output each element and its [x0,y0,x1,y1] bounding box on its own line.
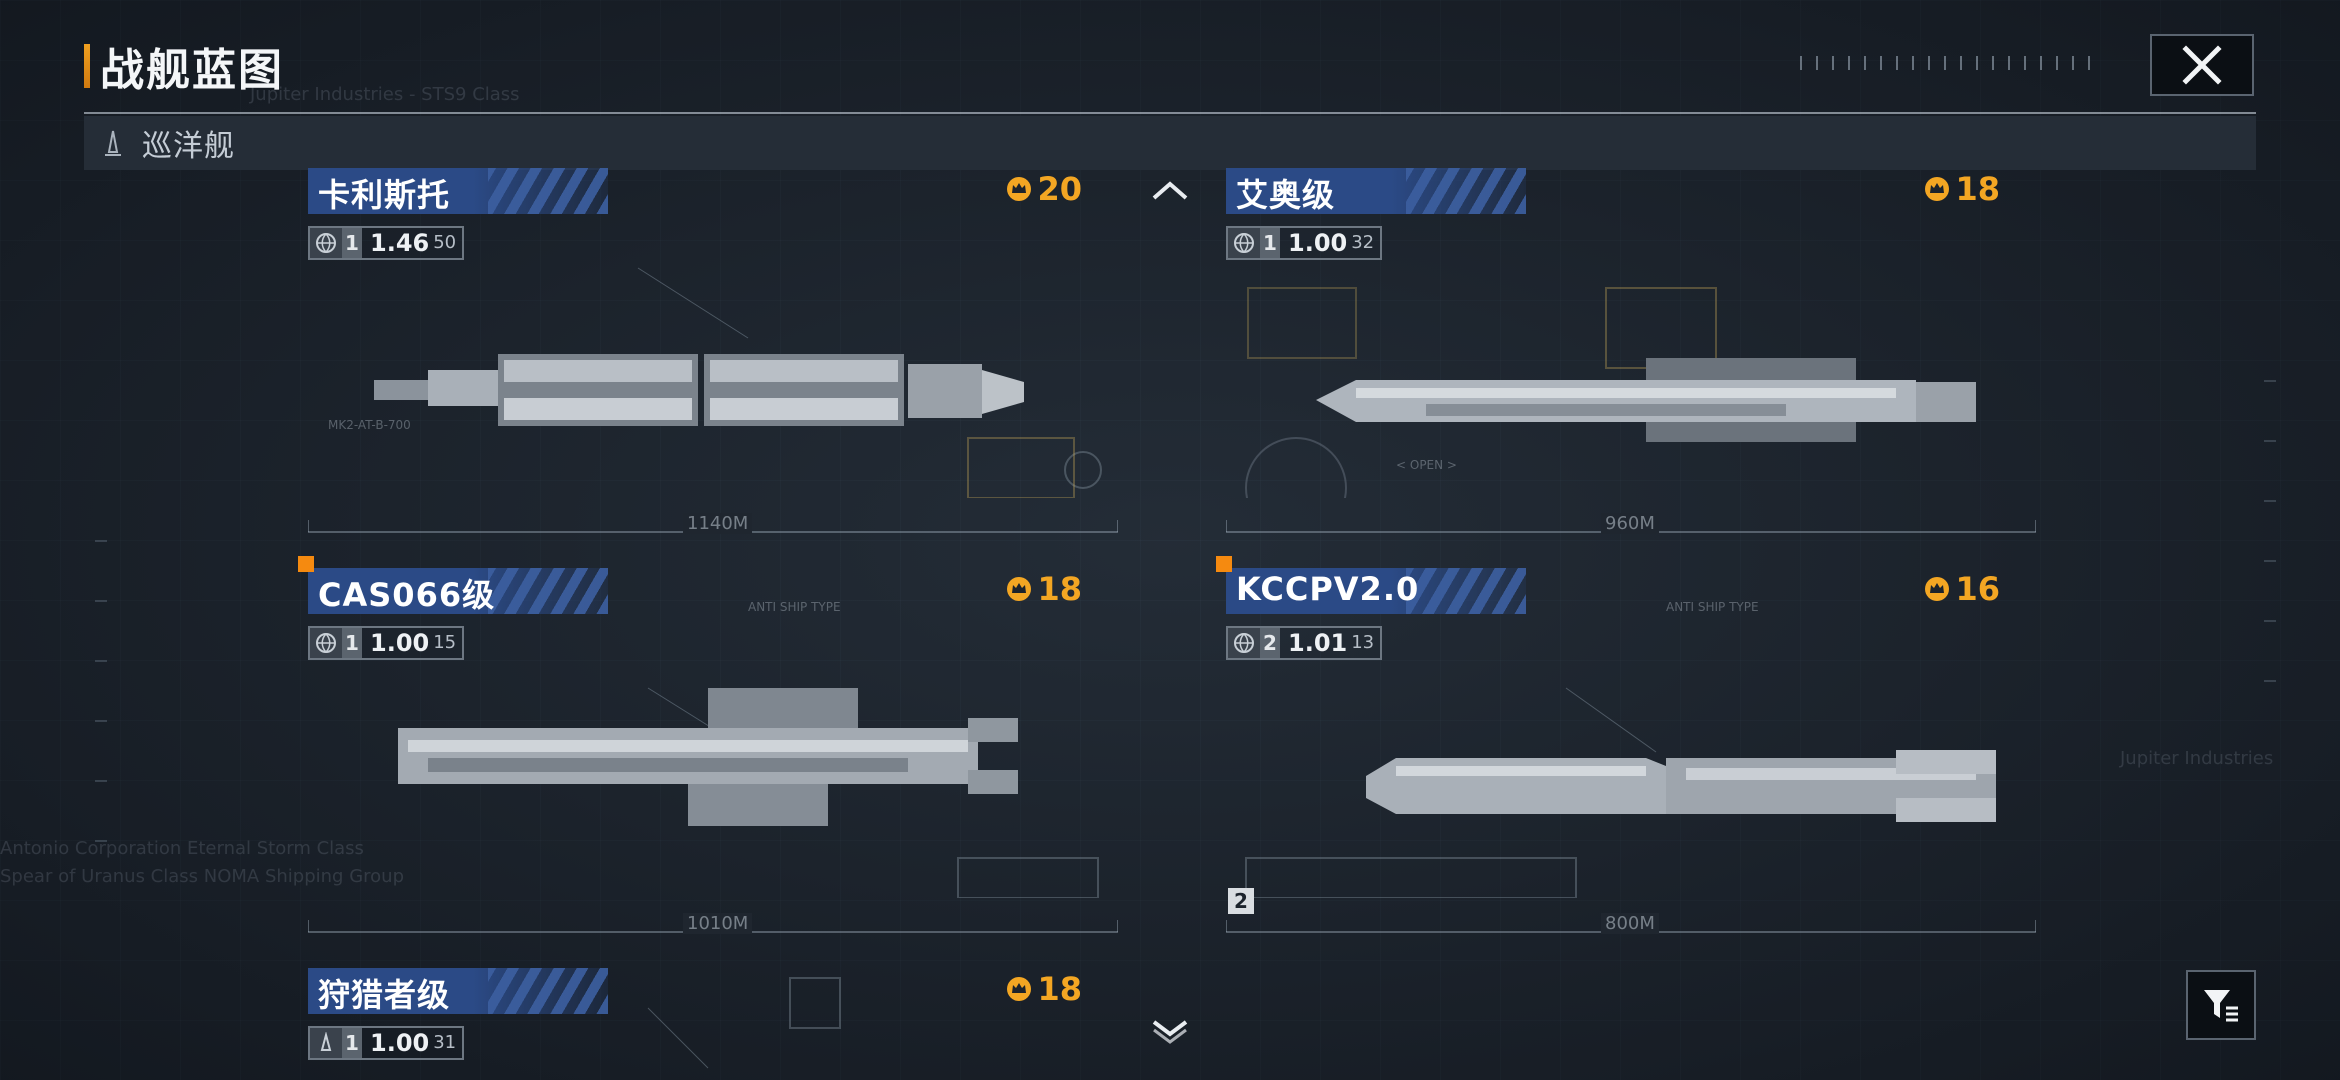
ship-cost: 16 [1923,570,2000,608]
ship-name-banner [308,568,608,614]
ship-cost-value: 16 [1955,570,2000,608]
ship-stat-main: 1.01 [1288,629,1348,657]
globe-icon [1228,628,1260,658]
ship-length: 1010M [683,913,753,934]
anti-ship-label: ANTI SHIP TYPE [1666,600,1759,614]
ship-tier: 1 [342,628,362,658]
crown-coin-icon [1007,977,1032,1001]
close-icon [2182,45,2222,85]
crown-coin-icon [1007,577,1032,601]
ship-blueprint [647,977,841,1069]
close-button[interactable] [2150,34,2254,96]
ship-cost-value: 20 [1037,170,1082,208]
ship-blueprint [398,687,1099,898]
ship-cost: 18 [1005,570,1082,608]
bg-label: Jupiter Industries [2120,748,2274,769]
ship-length: 960M [1601,513,1659,534]
ship-name-banner [1226,168,1526,214]
chevron-up-icon[interactable] [1150,176,1190,204]
globe-icon [310,228,342,258]
new-indicator [298,556,314,572]
ship-blueprint [374,267,1102,498]
chevron-down-icon[interactable] [1150,1016,1190,1044]
ship-cost-value: 18 [1037,970,1082,1008]
globe-icon [310,628,342,658]
ship-cost: 18 [1923,170,2000,208]
bg-label: Spear of Uranus Class NOMA Shipping Grou… [0,866,404,887]
ship-stat-sub: 31 [433,1032,457,1053]
ship-stat-main: 1.46 [370,229,430,257]
ship-tier: 1 [342,1028,362,1058]
filter-icon [2204,990,2238,1022]
ship-name-banner [308,168,608,214]
ship-name: CAS066级 [318,576,496,614]
globe-icon [1228,228,1260,258]
right-tick-scale [2264,380,2276,740]
ship-blueprint [1245,687,1996,898]
ship-blueprint [1245,287,1976,498]
anti-ship-label: ANTI SHIP TYPE [748,600,841,614]
ship-cost: 18 [1005,970,1082,1008]
crown-coin-icon [1925,577,1950,601]
crown-coin-icon [1007,177,1032,201]
crown-coin-icon [1925,177,1950,201]
ship-stat-main: 1.00 [1288,229,1348,257]
ship-length: 800M [1601,913,1659,934]
ship-length: 1140M [683,513,753,534]
open-label: < OPEN > [1396,458,1457,472]
globe-icon [310,1028,342,1058]
ship-icon [105,130,121,156]
ship-cost-value: 18 [1955,170,2000,208]
ship-stat-main: 1.00 [370,1029,430,1057]
ship-name: 狩猎者级 [318,976,451,1014]
header-tick-deco [1800,56,2100,70]
title-accent [84,44,90,88]
ship-cost: 20 [1005,170,1082,208]
ship-name: KCCPV2.0 [1236,570,1420,608]
ship-stat-sub: 15 [433,632,457,653]
left-tick-scale [95,540,107,900]
ship-name: 卡利斯托 [318,176,451,214]
ship-tier: 2 [1260,628,1280,658]
new-indicator [1216,556,1232,572]
ship-stat-sub: 50 [433,232,457,253]
ship-name-banner [1226,568,1526,614]
page-title: 战舰蓝图 [100,45,284,96]
filter-button[interactable] [2186,970,2256,1040]
ship-tier: 1 [342,228,362,258]
bg-label: Antonio Corporation Eternal Storm Class [0,838,364,859]
ship-stat-sub: 13 [1351,632,1375,653]
ship-name-banner [308,968,608,1014]
page-header: 战舰蓝图 [84,40,284,96]
ship-cost-value: 18 [1037,570,1082,608]
tier-badge: 2 [1228,888,1254,914]
ship-tier: 1 [1260,228,1280,258]
category-label: 巡洋舰 [142,129,235,164]
ship-name: 艾奥级 [1236,176,1336,214]
category-filter-bar[interactable]: 巡洋舰 [84,116,2256,170]
bg-label: Jupiter Industries - STS9 Class [250,84,520,105]
ship-stat-sub: 32 [1351,232,1375,253]
header-divider [84,112,2256,114]
ship-code-text: MK2-AT-B-700 [328,418,411,432]
ship-stat-main: 1.00 [370,629,430,657]
